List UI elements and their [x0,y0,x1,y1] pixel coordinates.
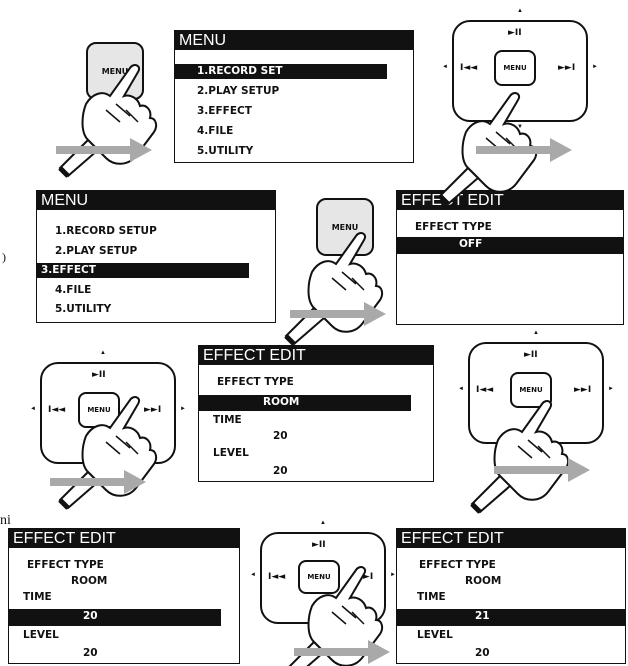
menu-item-file[interactable]: 4.FILE [55,284,92,296]
time-value: 20 [273,430,288,442]
effect-edit-screen-time-21: EFFECT EDIT EFFECT TYPE ROOM TIME 21 LEV… [396,528,626,664]
effect-type-label: EFFECT TYPE [217,376,294,388]
next-track-icon[interactable]: ►►I [558,63,576,73]
previous-track-icon[interactable]: I◄◄ [268,572,286,582]
remote-control: ▲ ▼ ◄ ► ►II I◄◄ ►►I MENU [440,8,600,130]
screen-title: EFFECT EDIT [397,529,625,548]
play-pause-icon[interactable]: ►II [92,370,106,380]
hand-icon [60,397,156,508]
menu-item-play-setup[interactable]: 2.PLAY SETUP [197,85,280,97]
level-value: 20 [83,647,98,659]
play-pause-icon[interactable]: ►II [312,540,326,550]
stray-text: ni [0,513,11,528]
hand-icon [286,233,382,344]
menu-item-play-setup[interactable]: 2.PLAY SETUP [55,245,138,257]
time-label: TIME [213,414,242,426]
level-label: LEVEL [417,629,453,641]
effect-type-label: EFFECT TYPE [419,559,496,571]
play-pause-icon[interactable]: ►II [524,350,538,360]
hand-icon [472,401,568,512]
level-label: LEVEL [213,447,249,459]
up-arrow-icon[interactable]: ▲ [517,8,523,14]
time-value[interactable]: 20 [9,609,221,626]
effect-edit-screen-room: EFFECT EDIT EFFECT TYPE ROOM TIME 20 LEV… [198,345,434,482]
screen-title: EFFECT EDIT [199,346,433,365]
left-arrow-icon[interactable]: ◄ [442,64,448,70]
menu-item-effect[interactable]: 3.EFFECT [37,263,249,278]
level-value: 20 [273,465,288,477]
effect-type-value: ROOM [465,575,502,587]
effect-edit-screen-time-20: EFFECT EDIT EFFECT TYPE ROOM TIME 20 LEV… [8,528,240,664]
menu-item-record-set[interactable]: 1.RECORD SET [175,64,387,79]
remote-menu-key[interactable]: MENU [494,50,536,86]
effect-edit-screen-off: EFFECT EDIT EFFECT TYPE OFF [396,190,624,325]
screen-title: MENU [37,191,275,210]
effect-type-label: EFFECT TYPE [27,559,104,571]
right-arrow-icon[interactable]: ► [180,406,186,412]
left-arrow-icon[interactable]: ◄ [30,406,36,412]
stray-text: ) [2,250,6,264]
previous-track-icon[interactable]: I◄◄ [460,63,478,73]
previous-track-icon[interactable]: I◄◄ [48,405,66,415]
menu-item-file[interactable]: 4.FILE [197,125,234,137]
menu-screen-1: MENU 1.RECORD SET 2.PLAY SETUP 3.EFFECT … [174,30,414,163]
level-label: LEVEL [23,629,59,641]
up-arrow-icon[interactable]: ▲ [533,330,539,336]
remote-menu-key[interactable]: MENU [298,560,340,594]
next-track-icon[interactable]: ►►I [144,405,162,415]
right-arrow-icon[interactable]: ► [608,386,614,392]
right-arrow-icon[interactable]: ► [592,64,598,70]
right-arrow-icon[interactable]: ► [390,572,396,578]
time-value[interactable]: 21 [397,609,625,626]
previous-track-icon[interactable]: I◄◄ [476,385,494,395]
down-arrow-icon[interactable]: ▼ [517,124,523,130]
menu-item-effect[interactable]: 3.EFFECT [197,105,252,117]
menu-screen-2: MENU 1.RECORD SETUP 2.PLAY SETUP 3.EFFEC… [36,190,276,323]
time-label: TIME [23,591,52,603]
time-label: TIME [417,591,446,603]
menu-item-record-setup[interactable]: 1.RECORD SETUP [55,225,157,237]
level-value: 20 [475,647,490,659]
menu-item-utility[interactable]: 5.UTILITY [197,145,254,157]
menu-button[interactable]: MENU [316,198,374,256]
effect-type-value[interactable]: ROOM [199,395,411,411]
left-arrow-icon[interactable]: ◄ [458,386,464,392]
screen-title: MENU [175,31,413,50]
effect-type-value[interactable]: OFF [397,237,623,254]
next-track-icon[interactable]: ►►I [574,385,592,395]
screen-title: EFFECT EDIT [9,529,239,548]
effect-type-label: EFFECT TYPE [415,221,492,233]
left-arrow-icon[interactable]: ◄ [250,572,256,578]
up-arrow-icon[interactable]: ▲ [100,350,106,356]
menu-item-utility[interactable]: 5.UTILITY [55,303,112,315]
up-arrow-icon[interactable]: ▲ [320,520,326,526]
effect-type-value: ROOM [71,575,108,587]
next-track-icon[interactable]: ►►I [356,572,374,582]
play-pause-icon[interactable]: ►II [508,28,522,38]
hand-icon [60,65,156,176]
